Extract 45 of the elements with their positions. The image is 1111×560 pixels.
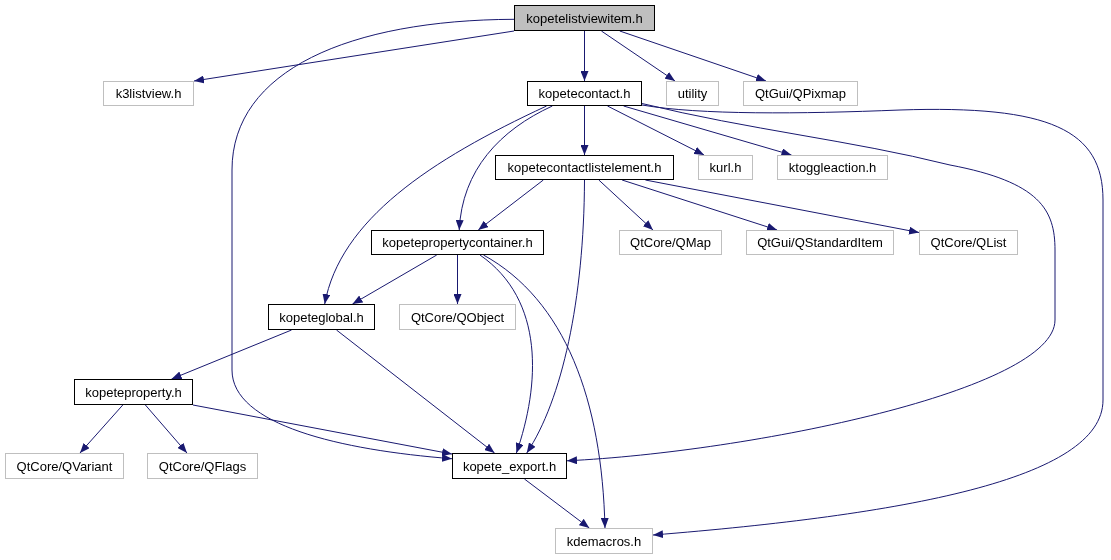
arrow (621, 179, 778, 231)
arrow (619, 30, 767, 82)
arrow (600, 30, 676, 82)
arrow (453, 254, 462, 305)
arrow (171, 329, 293, 380)
arrow (566, 103, 1056, 465)
file-node: QtCore/QMap (619, 230, 722, 255)
file-node: k3listview.h (103, 81, 194, 106)
file-node: QtCore/QFlags (147, 453, 258, 479)
file-node: kurl.h (698, 155, 753, 180)
arrow (479, 254, 533, 454)
file-node: kopetelistviewitem.h (514, 5, 655, 31)
file-node: QtCore/QVariant (5, 453, 124, 479)
file-node: kopetecontact.h (527, 81, 642, 106)
arrow (607, 105, 705, 156)
arrow (193, 30, 515, 84)
arrow (79, 404, 124, 454)
arrow (456, 105, 553, 231)
arrow (580, 30, 589, 82)
file-node: kopetecontactlistelement.h (495, 155, 674, 180)
arrow (526, 179, 585, 454)
file-node: ktoggleaction.h (777, 155, 888, 180)
file-node: kopete_export.h (452, 453, 567, 479)
arrow (323, 105, 548, 305)
file-node: kdemacros.h (555, 528, 653, 554)
arrow (580, 105, 589, 156)
file-node: QtGui/QStandardItem (746, 230, 894, 255)
arrow (598, 179, 654, 231)
arrow (144, 404, 188, 454)
file-node: kopetepropertycontainer.h (371, 230, 544, 255)
arrow (352, 254, 438, 305)
file-node: kopeteglobal.h (268, 304, 375, 330)
file-node: QtCore/QList (919, 230, 1018, 255)
file-node: utility (666, 81, 719, 106)
file-node: QtCore/QObject (399, 304, 516, 330)
arrow (641, 104, 1104, 539)
arrow (477, 179, 544, 231)
arrow (192, 404, 453, 457)
arrow (623, 105, 792, 157)
arrow (523, 478, 590, 529)
arrow (231, 18, 515, 462)
file-node: kopeteproperty.h (74, 379, 193, 405)
file-node: QtGui/QPixmap (743, 81, 858, 106)
arrow (336, 329, 496, 454)
arrow (482, 254, 609, 529)
